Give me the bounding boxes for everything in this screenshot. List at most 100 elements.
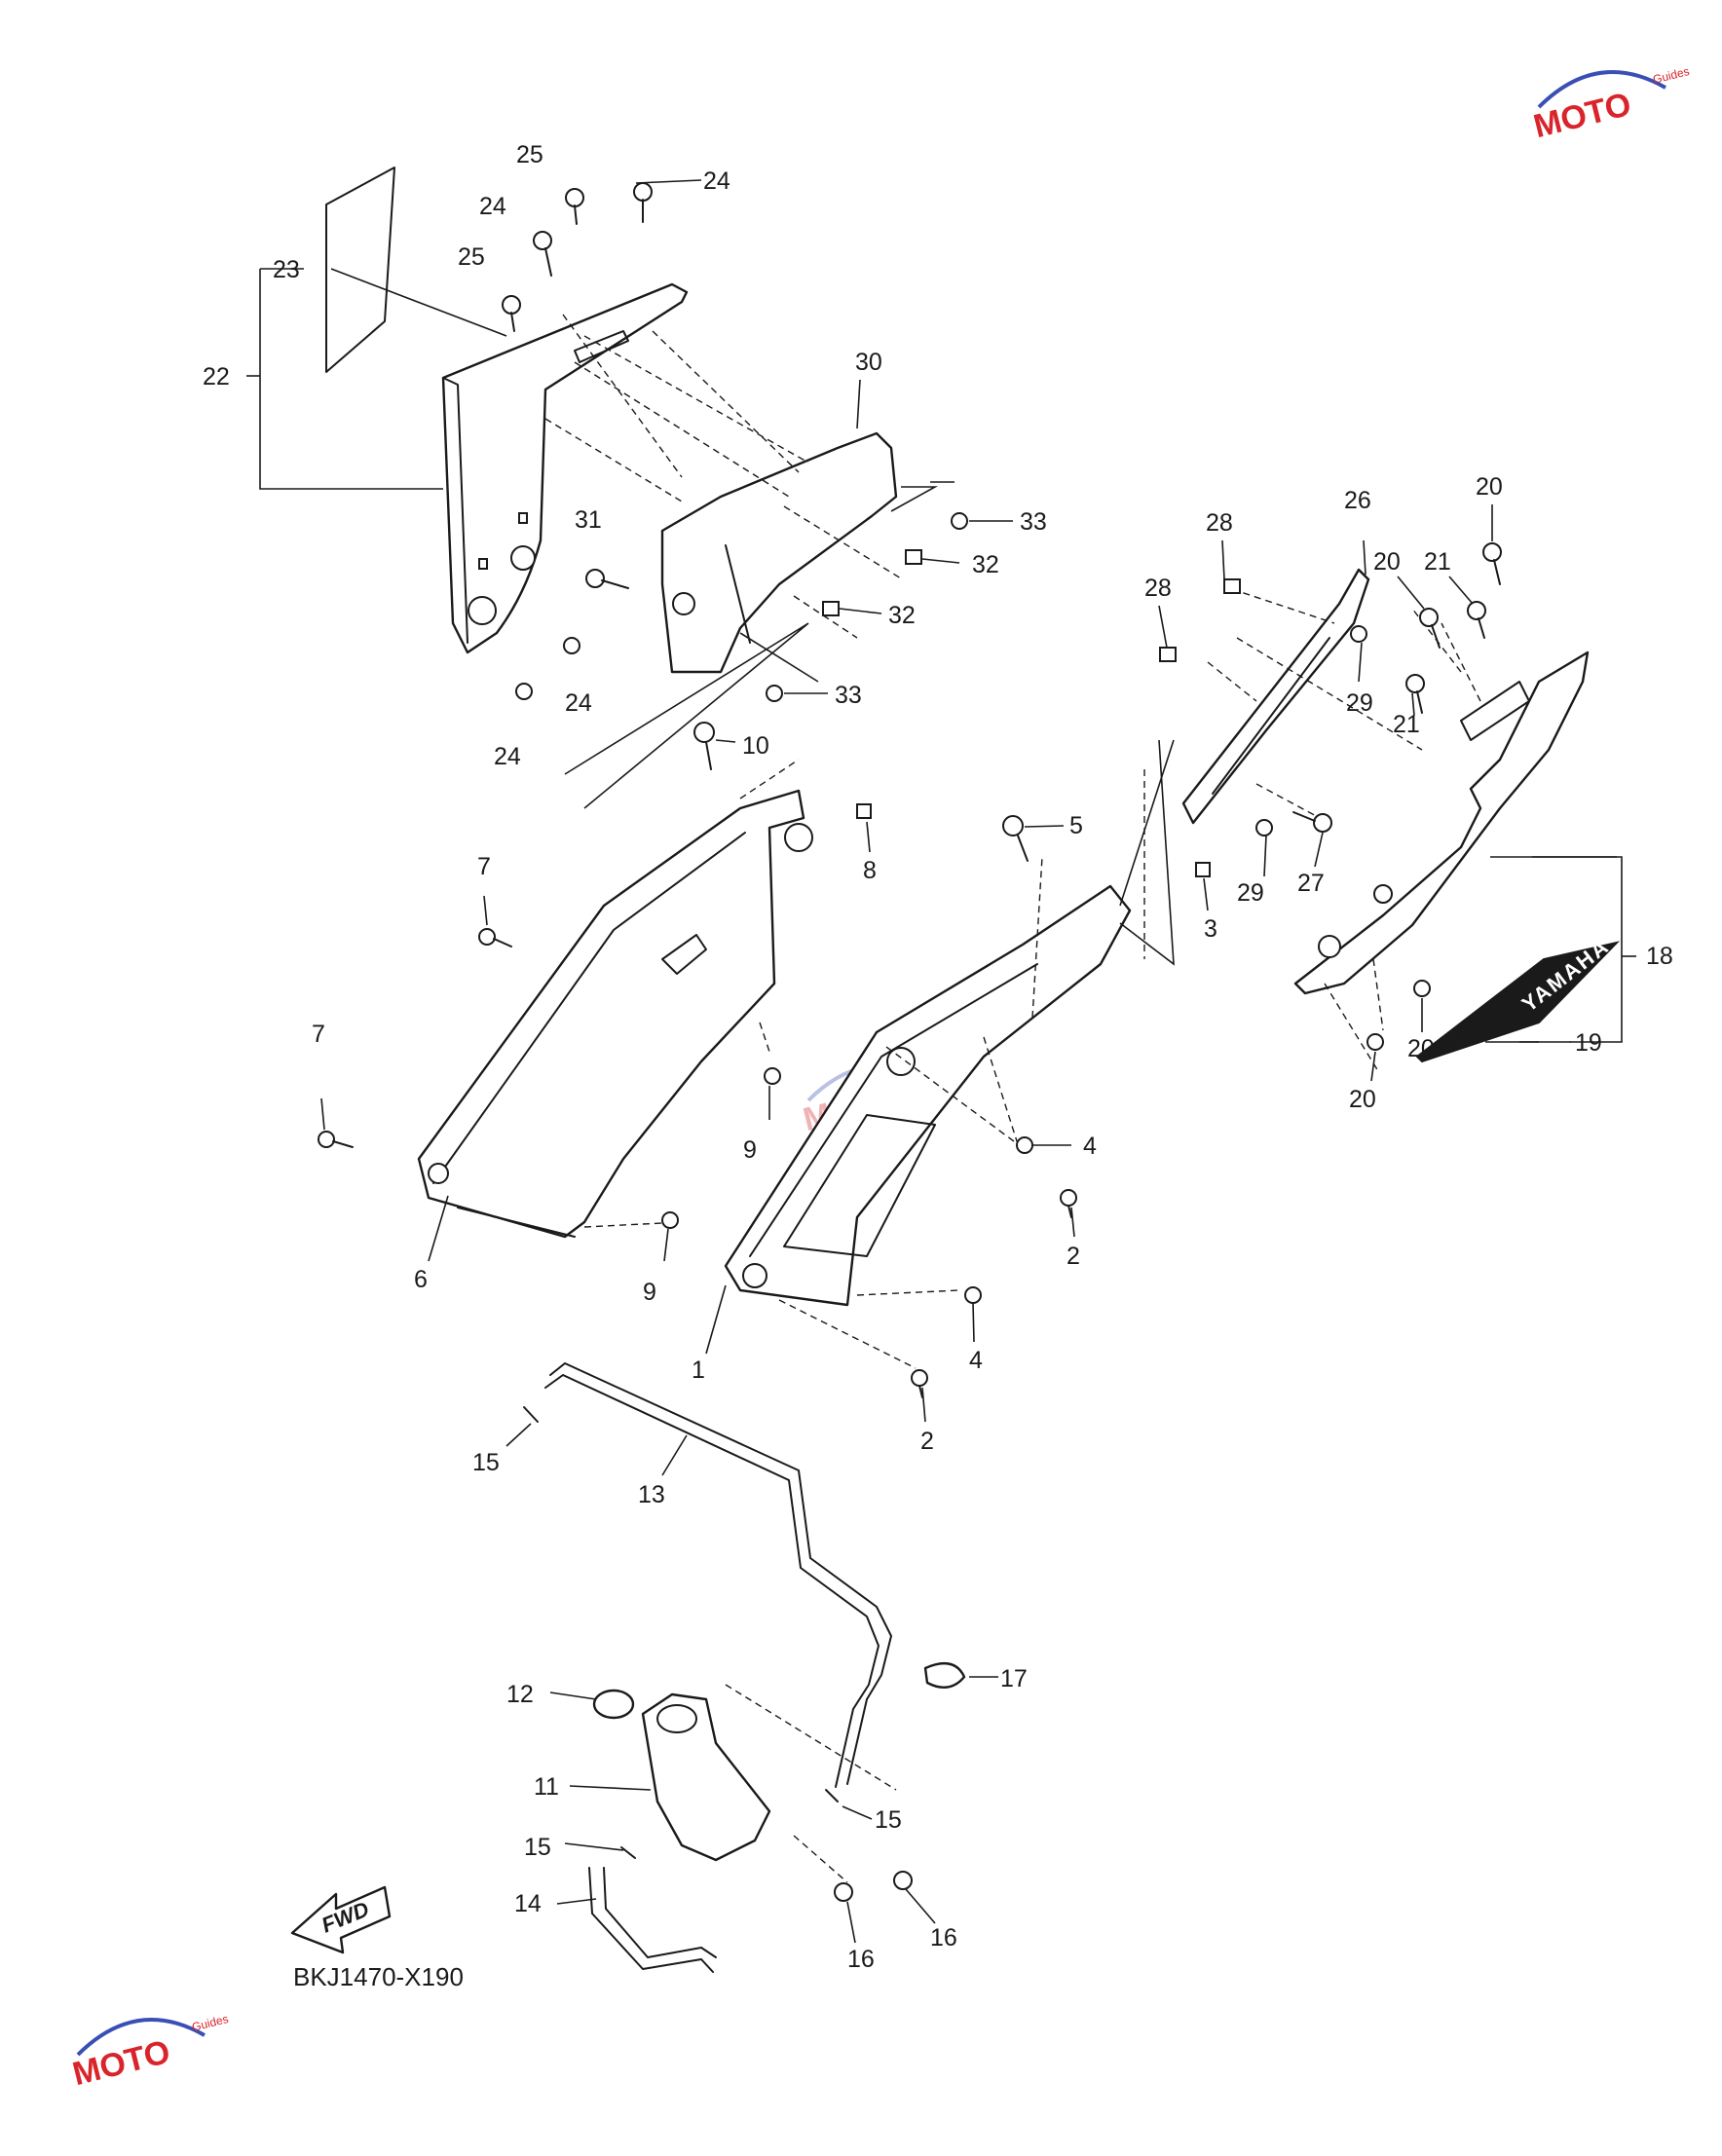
fwd-arrow-icon: FWD: [290, 1885, 392, 1954]
callout-29: 29: [1237, 879, 1264, 907]
callout-32: 32: [972, 551, 999, 578]
callout-19: 19: [1575, 1029, 1602, 1057]
part-1-window: [783, 1114, 936, 1257]
callout-32: 32: [888, 602, 916, 629]
part-18-lower-cowl: [1293, 651, 1590, 995]
part-19-yamaha-decal: [1415, 941, 1621, 1063]
part-22-hole: [510, 545, 536, 571]
callout-2: 2: [1067, 1243, 1080, 1270]
part-11-reservoir: [641, 1692, 771, 1862]
callout-20: 20: [1349, 1086, 1376, 1113]
callout-15: 15: [524, 1834, 551, 1861]
part-18-tab: [1460, 681, 1530, 741]
part-30-rib: [725, 544, 751, 644]
part-6-slot: [661, 934, 707, 975]
part-22-slot: [518, 512, 528, 524]
part-14-drain-hose: [603, 1867, 717, 1958]
part-1-edge: [749, 963, 1038, 1257]
callout-24: 24: [494, 743, 521, 770]
part-18-hole: [1318, 935, 1341, 958]
callout-31: 31: [575, 506, 602, 534]
callout-25: 25: [458, 243, 485, 271]
callout-7: 7: [477, 853, 491, 880]
callout-20: 20: [1373, 548, 1401, 576]
leader-lines: [246, 179, 1636, 1944]
callout-15: 15: [472, 1449, 500, 1476]
part-13-hose-outer: [544, 1374, 880, 1788]
callout-1: 1: [692, 1357, 705, 1384]
part-30-inner-panel: [660, 431, 898, 674]
part-1-hole: [742, 1263, 767, 1288]
part-1-boss: [886, 1047, 916, 1076]
callout-13: 13: [638, 1481, 665, 1508]
part-12-cap: [592, 1689, 635, 1720]
part-6-boss: [784, 823, 813, 852]
callout-28: 28: [1144, 575, 1172, 602]
callout-29: 29: [1346, 689, 1373, 717]
callout-9: 9: [743, 1136, 757, 1164]
part-6-hole: [428, 1163, 449, 1184]
callout-11: 11: [534, 1773, 559, 1801]
callout-21: 21: [1424, 548, 1451, 576]
callout-16: 16: [847, 1946, 875, 1973]
callout-25: 25: [516, 141, 543, 168]
callout-24: 24: [565, 689, 592, 717]
svg-text:Guides: Guides: [191, 2012, 230, 2034]
part-22-hole: [468, 596, 497, 625]
part-6-edge: [432, 832, 746, 1184]
callout-33: 33: [1020, 508, 1047, 536]
callout-8: 8: [863, 857, 877, 884]
part-30-hole: [672, 592, 695, 615]
callout-30: 30: [855, 349, 882, 376]
callout-14: 14: [514, 1890, 542, 1917]
svg-text:MOTO: MOTO: [1530, 86, 1635, 145]
callout-18: 18: [1646, 943, 1673, 970]
callout-7: 7: [312, 1021, 325, 1048]
callout-22: 22: [203, 363, 230, 390]
part-26-slot: [1212, 637, 1330, 795]
part-26-rail: [1181, 568, 1370, 825]
watermark-logo-top-right: MOTO Guides: [1530, 64, 1691, 145]
watermark-logo-bottom-left: MOTO Guides: [69, 2012, 230, 2093]
callout-21: 21: [1393, 711, 1420, 738]
callout-5: 5: [1069, 812, 1083, 839]
part-23-film: [325, 167, 395, 373]
callout-6: 6: [414, 1266, 428, 1293]
part-22-slot: [478, 558, 488, 570]
callout-9: 9: [643, 1279, 656, 1306]
callout-3: 3: [1204, 915, 1217, 943]
part-18-hole: [1373, 884, 1393, 904]
part-22-tab: [574, 330, 629, 363]
part-22-upper-cover: [441, 282, 689, 654]
part-22-flange: [442, 377, 468, 644]
callout-24: 24: [703, 167, 730, 195]
part-14-drain-hose-outer: [588, 1867, 714, 1973]
callout-20: 20: [1476, 473, 1503, 501]
fasteners: [318, 182, 1502, 1902]
svg-text:Guides: Guides: [1652, 64, 1691, 87]
callout-4: 4: [1083, 1133, 1097, 1160]
part-11-neck: [656, 1704, 697, 1733]
assembly-lines: [544, 314, 1481, 1883]
callout-26: 26: [1344, 487, 1371, 514]
callout-labels: 22 23 25 24 24 25 30 33 32 31 32 33 24 2…: [203, 141, 1673, 1973]
part-1-frame-cover: [724, 884, 1132, 1307]
callout-12: 12: [506, 1681, 534, 1708]
part-6-lip: [457, 1207, 576, 1238]
callout-4: 4: [969, 1347, 983, 1374]
callout-2: 2: [920, 1428, 934, 1455]
part-13-hose: [549, 1362, 892, 1785]
diagram-code: BKJ1470-X190: [293, 1962, 464, 1991]
callout-23: 23: [273, 256, 300, 283]
callout-27: 27: [1297, 870, 1325, 897]
callout-16: 16: [930, 1924, 957, 1952]
callout-17: 17: [1000, 1665, 1028, 1692]
svg-text:MOTO: MOTO: [69, 2033, 174, 2093]
callout-24: 24: [479, 193, 506, 220]
callout-20: 20: [1407, 1035, 1435, 1062]
callout-15: 15: [875, 1806, 902, 1834]
callout-10: 10: [742, 732, 769, 760]
part-6-side-panel: [417, 789, 805, 1239]
callout-28: 28: [1206, 509, 1233, 537]
